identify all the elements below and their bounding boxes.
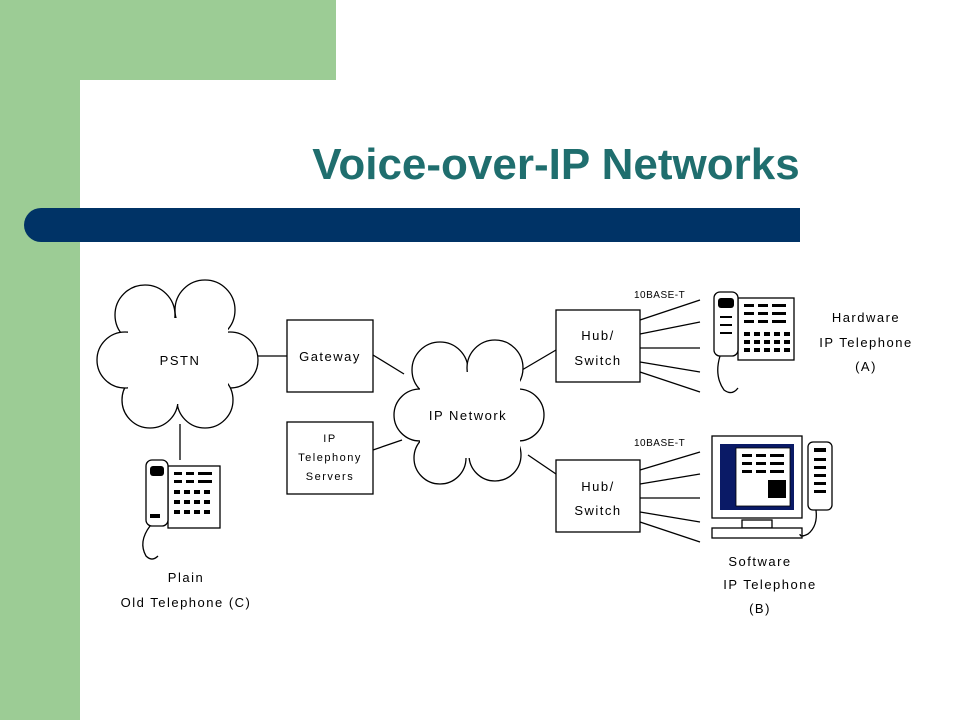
ip-telephony-servers-label-line3: Servers: [306, 471, 354, 483]
plain-phone-label-line2: Old Telephone (C): [121, 595, 252, 610]
title-underline-bar: [24, 208, 800, 242]
cable-fan-top: [639, 299, 701, 393]
sidebar-decoration: [0, 0, 80, 720]
hub-switch-top-label-line2: Switch: [574, 353, 621, 368]
software-phone-label-line1: Software: [728, 554, 791, 569]
slide-title-text: Voice-over-IP Networks: [312, 140, 800, 189]
software-ip-phone-icon: [711, 435, 833, 539]
slide-title: Voice-over-IP Networks: [80, 140, 960, 190]
hub-switch-top-box: [555, 309, 641, 383]
hardware-phone-label-line1: Hardware: [832, 310, 900, 325]
ip-telephony-servers-label-line1: IP: [323, 433, 336, 445]
hub-switch-bottom-label-line2: Switch: [574, 503, 621, 518]
gateway-label: Gateway: [299, 349, 361, 364]
top-decoration: [0, 0, 336, 80]
cable-fan-bottom: [639, 451, 701, 543]
pstn-label: PSTN: [160, 353, 201, 368]
hardware-phone-label-line3: (A): [855, 359, 877, 374]
gateway-box: [286, 319, 374, 393]
hub-switch-top-label-line1: Hub/: [581, 328, 614, 343]
voip-diagram: PSTN Gateway IP Network IP Telephony Ser…: [96, 279, 912, 616]
cable-bottom-label: 10BASE-T: [634, 438, 685, 449]
ip-telephony-servers-box: [286, 421, 374, 495]
plain-phone-label-line1: Plain: [168, 570, 204, 585]
hardware-ip-phone-icon: [713, 291, 795, 394]
link-ipnet-hub-top: [521, 349, 557, 371]
hub-switch-bottom-box: [555, 459, 641, 533]
software-phone-label-line2: IP Telephone: [723, 577, 816, 592]
link-gateway-ipnet: [372, 354, 405, 375]
cable-top-label: 10BASE-T: [634, 290, 685, 301]
ip-telephony-servers-label-line2: Telephony: [298, 452, 362, 464]
software-phone-label-line3: (B): [749, 601, 771, 616]
hub-switch-bottom-label-line1: Hub/: [581, 479, 614, 494]
hardware-phone-label-line2: IP Telephone: [819, 335, 912, 350]
link-ipnet-hub-bottom: [527, 454, 557, 475]
link-servers-ipnet: [372, 439, 403, 451]
ip-network-label: IP Network: [429, 408, 507, 423]
plain-old-telephone-icon: [142, 459, 221, 560]
